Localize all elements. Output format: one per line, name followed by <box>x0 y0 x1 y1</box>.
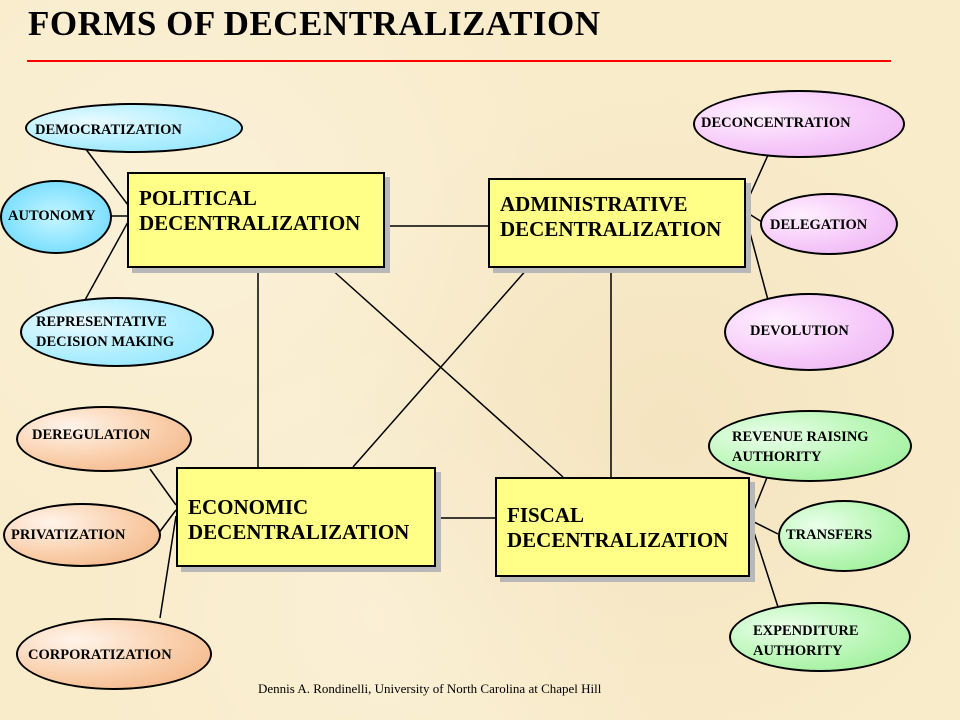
democratization-oval: DEMOCRATIZATION <box>25 103 243 153</box>
link-democratization <box>84 147 129 206</box>
oval-label: CORPORATIZATION <box>28 647 172 663</box>
link-political-fiscal <box>329 267 564 478</box>
oval-label: TRANSFERS <box>786 527 873 543</box>
oval-label: DECONCENTRATION <box>701 115 851 131</box>
oval-label: DELEGATION <box>770 217 868 233</box>
link-deconcentration <box>745 154 769 205</box>
link-delegation <box>745 211 763 223</box>
link-expenditure <box>749 519 779 608</box>
revenue-raising-authority-oval: REVENUE RAISING AUTHORITY <box>708 410 912 482</box>
oval-label: DEVOLUTION <box>750 323 849 339</box>
link-privatization <box>157 509 177 535</box>
link-administrative-economic <box>352 267 529 468</box>
economic-decentralization-box: ECONOMIC DECENTRALIZATION <box>176 467 436 567</box>
expenditure-authority-oval: EXPENDITURE AUTHORITY <box>729 602 911 672</box>
oval-label: REVENUE RAISING <box>732 429 869 445</box>
box-line: DECENTRALIZATION <box>188 520 410 544</box>
oval-label: PRIVATIZATION <box>11 527 126 543</box>
oval-label: DEMOCRATIZATION <box>35 122 182 138</box>
oval-label: DEREGULATION <box>32 427 151 443</box>
link-devolution <box>745 217 769 301</box>
oval-label: EXPENDITURE <box>753 623 859 639</box>
oval-label: REPRESENTATIVE <box>36 314 167 330</box>
box-line: DECENTRALIZATION <box>139 211 361 235</box>
representative-decision-making-oval: REPRESENTATIVE DECISION MAKING <box>20 297 214 367</box>
political-decentralization-box: POLITICAL DECENTRALIZATION <box>127 172 385 268</box>
autonomy-oval: AUTONOMY <box>0 180 112 254</box>
transfers-oval: TRANSFERS <box>778 500 910 572</box>
oval-label: AUTONOMY <box>8 208 96 224</box>
fiscal-decentralization-box: FISCAL DECENTRALIZATION <box>495 477 750 577</box>
box-line: POLITICAL <box>139 186 257 210</box>
box-line: ECONOMIC <box>188 495 309 519</box>
link-deregulation <box>149 468 177 506</box>
administrative-decentralization-box: ADMINISTRATIVE DECENTRALIZATION <box>488 178 746 268</box>
link-representative <box>84 221 129 301</box>
deconcentration-oval: DECONCENTRATION <box>693 90 905 158</box>
oval-label: AUTHORITY <box>732 449 822 465</box>
deregulation-oval: DEREGULATION <box>16 406 192 472</box>
oval-label: AUTHORITY <box>753 643 843 659</box>
title-underline <box>27 60 891 62</box>
box-line: FISCAL <box>507 503 585 527</box>
link-corporatization <box>159 515 177 619</box>
delegation-oval: DELEGATION <box>760 193 898 255</box>
devolution-oval: DEVOLUTION <box>724 293 894 371</box>
box-line: DECENTRALIZATION <box>507 528 729 552</box>
page-title: FORMS OF DECENTRALIZATION <box>28 4 601 43</box>
author-credit: Dennis A. Rondinelli, University of Nort… <box>258 681 602 696</box>
oval-label: DECISION MAKING <box>36 334 175 350</box>
box-line: DECENTRALIZATION <box>500 217 722 241</box>
privatization-oval: PRIVATIZATION <box>3 503 161 567</box>
box-line: ADMINISTRATIVE <box>500 192 688 216</box>
link-transfers <box>749 519 779 535</box>
corporatization-oval: CORPORATIZATION <box>16 618 212 690</box>
